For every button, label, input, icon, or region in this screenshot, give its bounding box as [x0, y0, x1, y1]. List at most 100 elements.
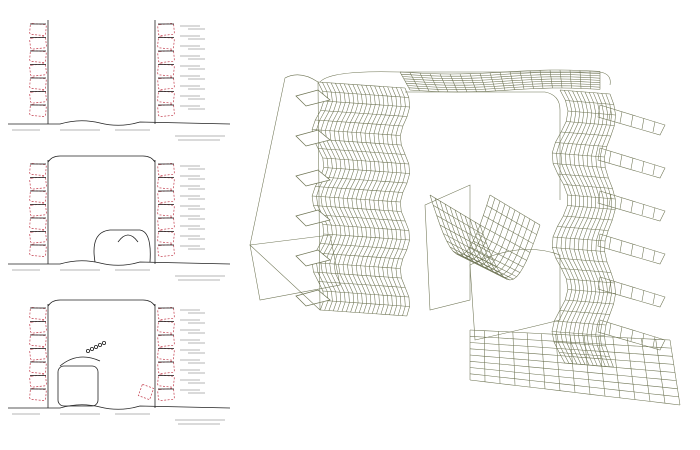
right-wall-mesh [567, 110, 616, 116]
right-wall-mesh [552, 236, 606, 242]
floor-mesh [569, 334, 576, 393]
caption-line [175, 275, 225, 281]
right-wall-mesh [552, 247, 605, 252]
shelf-outline-left [29, 347, 47, 361]
left-wall-mesh [320, 176, 407, 184]
shelf-outline-left [29, 230, 47, 244]
right-fin-grid [608, 151, 612, 164]
seating-pod-arch [117, 234, 139, 243]
left-fin [295, 249, 331, 267]
right-wall-mesh [565, 299, 614, 305]
seating-pod-mesh [489, 194, 541, 226]
roof-mesh [509, 71, 515, 90]
right-fin-grid [641, 118, 645, 130]
seating-pod-mesh [486, 205, 537, 235]
right-fin-grid [619, 154, 623, 167]
roof-mesh [489, 72, 496, 91]
left-wall-mesh [323, 300, 410, 307]
left-wall-mesh [400, 87, 410, 317]
seating-pod-mesh [463, 253, 514, 280]
left-wall-mesh [320, 309, 407, 317]
right-wall-mesh [551, 331, 605, 336]
left-fin [295, 129, 331, 147]
right-wall-mesh [559, 352, 610, 357]
roof-line [47, 155, 156, 163]
seating-pod-mesh [459, 254, 511, 281]
shelf-outline-left [29, 334, 47, 347]
left-wall-mesh [323, 233, 410, 241]
shelf-outline-right [157, 176, 175, 190]
left-wall-mesh [315, 119, 403, 127]
left-wall-mesh [312, 129, 401, 136]
shelf-outline-right [157, 77, 175, 90]
left-fin [295, 89, 331, 107]
pod-seat-base [469, 249, 561, 341]
floor-mesh [641, 338, 651, 402]
shelf-outline-left [29, 63, 47, 77]
roof-mesh [449, 73, 458, 93]
shelf-outline-right [157, 190, 175, 203]
left-wall-mesh [322, 224, 409, 231]
floor-mesh [512, 332, 516, 386]
right-fin [597, 190, 666, 222]
roof-mesh [539, 70, 544, 89]
seating-pod-mesh [436, 215, 487, 245]
right-fin-grid [608, 108, 612, 121]
floor-mesh [669, 339, 681, 406]
kiosk-canopy [59, 356, 101, 367]
right-fin [597, 276, 666, 308]
left-wall-mesh [318, 214, 406, 222]
right-wall-mesh [563, 215, 613, 221]
right-fin-grid [619, 111, 623, 124]
left-wall-mesh [312, 195, 401, 203]
right-fin-grid [652, 250, 656, 262]
right-wall-mesh [561, 268, 612, 273]
floor-line [8, 260, 231, 266]
left-wall-mesh [318, 281, 406, 288]
plant-blob [90, 346, 95, 351]
shelf-outline-right [157, 217, 175, 230]
shelf-outline-left [29, 361, 47, 374]
plant-blob [94, 344, 99, 349]
right-fin-grid [619, 283, 623, 296]
roof-mesh [419, 73, 430, 92]
plant-blob [86, 348, 91, 353]
roof-line [47, 299, 156, 307]
roof-mesh [469, 73, 477, 92]
left-wall-mesh [323, 100, 410, 108]
shelf-outline-left [29, 36, 47, 50]
roof-mesh [569, 70, 572, 89]
right-fin-grid [641, 290, 645, 302]
roof-mesh [429, 73, 439, 92]
shelf-outline-right [157, 307, 175, 320]
seating-pod-mesh [439, 224, 491, 253]
roof-mesh [459, 73, 468, 93]
left-frame-outline [249, 74, 321, 311]
right-wall-mesh [553, 163, 606, 168]
right-wall-mesh [567, 205, 616, 210]
right-wall-mesh [566, 121, 615, 126]
floor-mesh [541, 333, 546, 389]
roof-mesh [579, 70, 582, 89]
seating-pod-mesh [443, 233, 494, 261]
pod-back-panel [424, 184, 471, 311]
right-fin-grid [608, 194, 612, 207]
left-wall-mesh [315, 186, 403, 193]
seating-pod-mesh [456, 253, 507, 280]
left-wall-mesh [320, 110, 408, 117]
shelf-outline-right [157, 347, 175, 361]
right-wall-mesh [566, 278, 615, 284]
seating-pod [93, 229, 151, 263]
shelf-outline-left [29, 23, 47, 36]
shelf-outline-left [29, 307, 47, 320]
shelf-outline-left [29, 163, 47, 176]
right-fin-grid [652, 121, 656, 133]
floor-mesh [484, 330, 486, 382]
right-fin-grid [641, 161, 645, 173]
roof-mesh [399, 71, 411, 91]
right-fin-grid [630, 286, 634, 299]
right-wall-mesh [559, 89, 611, 95]
floor-mesh [626, 337, 636, 400]
shelf-outline-right [157, 63, 175, 77]
